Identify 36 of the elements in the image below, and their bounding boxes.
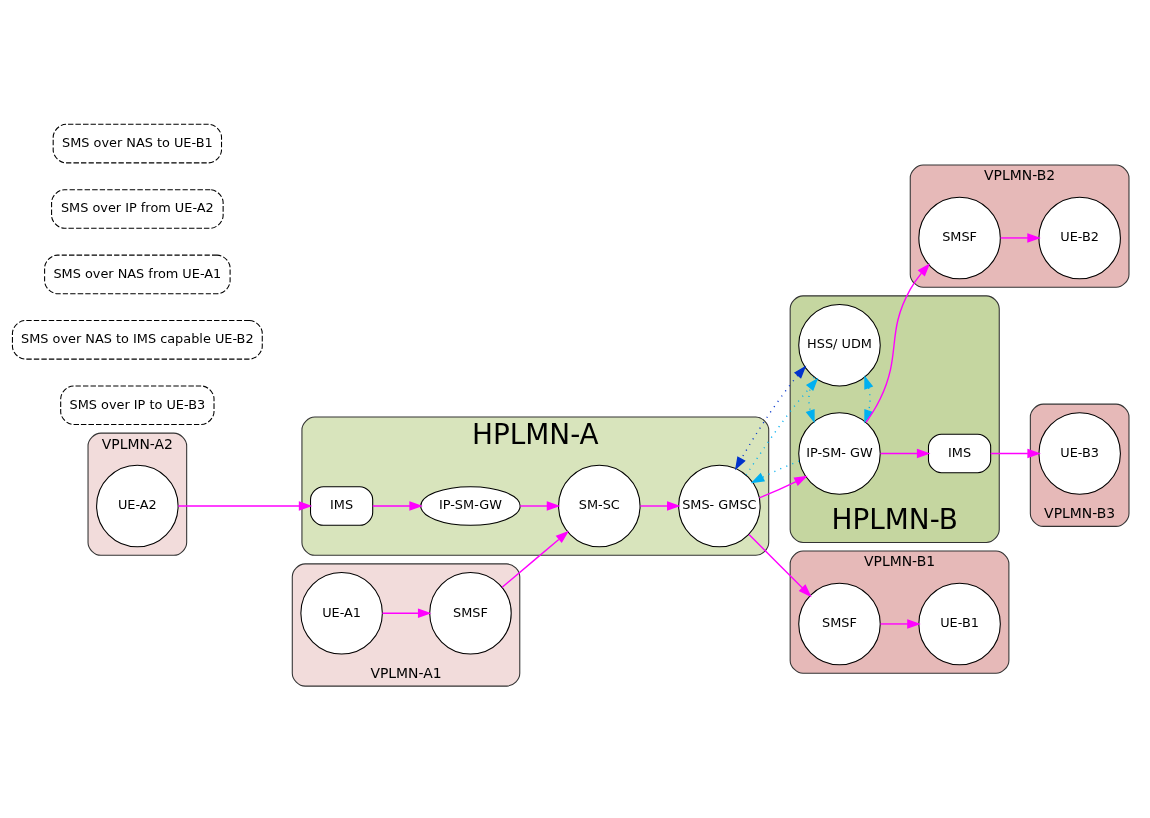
arrow bbox=[805, 376, 815, 423]
arrow bbox=[750, 459, 800, 483]
arrow bbox=[879, 618, 921, 629]
node-box: SMS over NAS from UE-A1 bbox=[44, 254, 231, 294]
node-circle: UE-B2 bbox=[1038, 196, 1121, 279]
arrow bbox=[519, 500, 561, 511]
arrow bbox=[177, 500, 313, 511]
node-circle: SMSF bbox=[429, 571, 512, 654]
node-circle: HSS/ UDM bbox=[798, 303, 881, 386]
arrow bbox=[501, 530, 569, 588]
node-circle: SMS- GMSC bbox=[678, 464, 761, 547]
arrow bbox=[865, 262, 931, 423]
node-box: SMS over NAS to IMS capable UE-B2 bbox=[11, 319, 263, 360]
node-box: IMS bbox=[309, 485, 374, 526]
arrow bbox=[864, 374, 874, 423]
arrow bbox=[748, 533, 812, 597]
arrow bbox=[381, 608, 432, 618]
arrow bbox=[639, 500, 681, 511]
arrow bbox=[990, 448, 1041, 458]
arrow bbox=[879, 448, 931, 458]
arrow bbox=[734, 365, 807, 470]
node-circle: SM-SC bbox=[558, 464, 641, 547]
node-ellipse: IP-SM-GW bbox=[420, 485, 521, 526]
arrow bbox=[372, 500, 423, 511]
node-box: SMS over IP to UE-B3 bbox=[60, 384, 215, 425]
node-box: IMS bbox=[927, 433, 992, 473]
node-circle: UE-A1 bbox=[300, 571, 383, 654]
node-box: SMS over NAS to UE-B1 bbox=[52, 123, 223, 163]
node-box: SMS over IP from UE-A2 bbox=[51, 188, 224, 229]
node-circle: UE-A2 bbox=[96, 464, 179, 547]
arrow bbox=[745, 377, 819, 476]
arrow bbox=[758, 475, 808, 498]
node-circle: IP-SM- GW bbox=[798, 411, 881, 495]
node-circle: UE-B1 bbox=[918, 582, 1001, 665]
node-circle: UE-B3 bbox=[1038, 411, 1121, 495]
arrow bbox=[999, 232, 1041, 243]
